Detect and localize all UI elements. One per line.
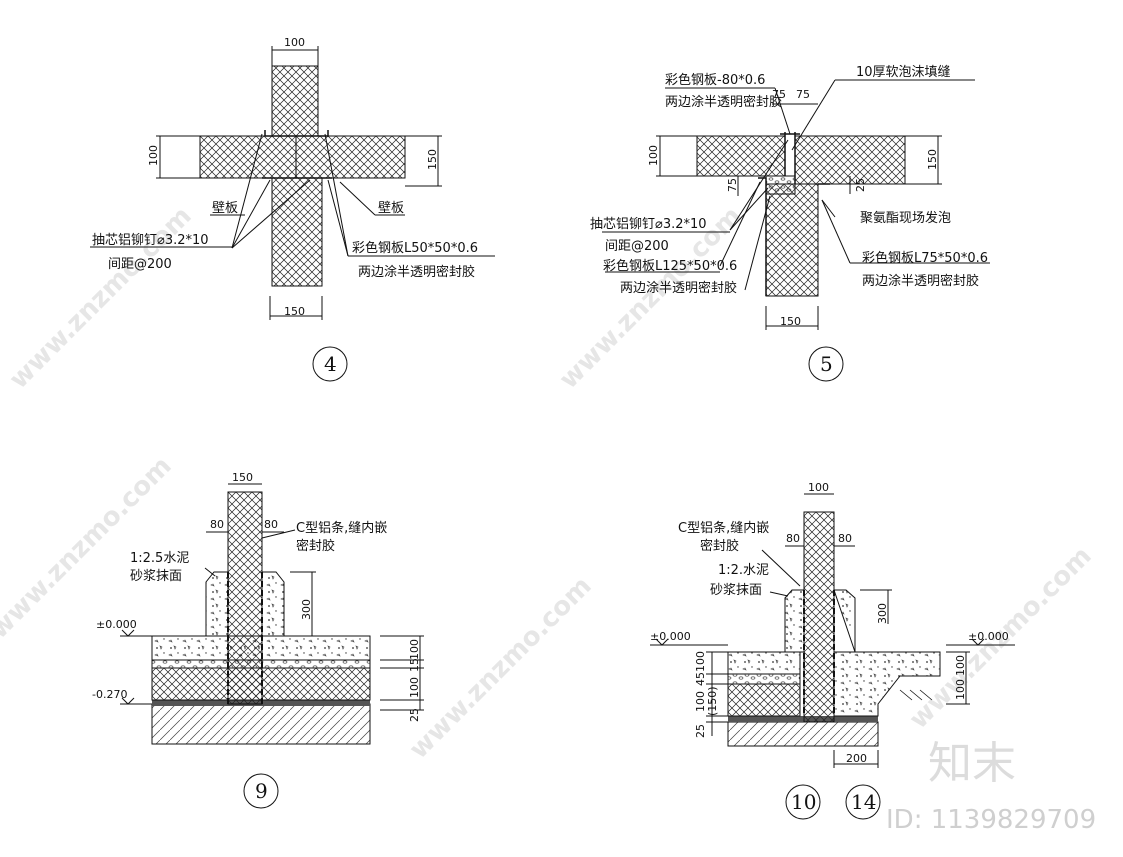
detail-number: 14: [851, 790, 876, 814]
dim-label: 100: [694, 651, 707, 672]
dim-label: 100: [408, 677, 421, 698]
label-steel-l75: 彩色钢板L75*50*0.6: [862, 250, 988, 266]
label-mortar: 1:2.水泥: [718, 563, 769, 578]
floor-slab-right: [833, 651, 941, 717]
level-label: ±0.000: [650, 630, 691, 643]
watermark-text: www.znzmo.com: [0, 451, 178, 645]
dim-label: 75: [796, 88, 810, 101]
dim-label: 150: [284, 305, 305, 318]
level-label: ±0.000: [968, 630, 1009, 643]
level-label: -0.270: [92, 688, 127, 701]
detail-10-text: 100 80 80 300 100 45 (150) 100 25 100 10…: [650, 481, 1009, 814]
label-sealant-l125: 两边涂半透明密封胶: [620, 280, 737, 296]
detail-4-text: 100 100 150 150 壁板 壁板 抽芯铝铆钉⌀3.2*10 间距@20…: [92, 36, 478, 376]
label-spacing: 间距@200: [605, 239, 669, 254]
dim-label: 75: [726, 178, 739, 192]
label-plate: 彩色钢板-80*0.6: [665, 72, 765, 88]
label-foam: 10厚软泡沫填缝: [856, 65, 951, 80]
dim-label: 300: [300, 599, 313, 620]
dim-label: 80: [786, 532, 800, 545]
wall-panel-bottom: [765, 183, 819, 297]
wall-panel-left: [696, 135, 786, 177]
dim-label: (150): [706, 686, 719, 716]
dim-label: 150: [780, 315, 801, 328]
detail-9: [120, 483, 424, 809]
dim-label: 100: [954, 679, 967, 700]
detail-4-marker: [312, 346, 348, 382]
detail-number: 9: [255, 779, 268, 803]
label-rivet: 抽芯铝铆钉⌀3.2*10: [92, 233, 209, 248]
dim-label: 100: [808, 481, 829, 494]
dim-label: 100: [147, 145, 160, 166]
label-mortar: 砂浆抹面: [130, 569, 182, 584]
wall-panel-top: [271, 65, 319, 137]
detail-14-marker: [845, 784, 881, 820]
label-steel: 彩色钢板L50*50*0.6: [352, 240, 478, 256]
dim-label: 45: [694, 672, 707, 686]
dim-label: 15: [408, 658, 421, 672]
dim-label: 80: [264, 518, 278, 531]
detail-9-marker: [243, 773, 279, 809]
dim-label: 100: [284, 36, 305, 49]
dim-label: 25: [408, 708, 421, 722]
label-c-strip: C型铝条,缝内嵌: [296, 520, 387, 536]
label-steel-l125: 彩色钢板L125*50*0.6: [603, 258, 737, 274]
detail-4: [90, 46, 495, 382]
watermark-text: www.znzmo.com: [4, 201, 198, 395]
label-wall-panel: 壁板: [212, 201, 238, 216]
wall-panel-bottom: [271, 177, 323, 287]
base-slab: [727, 721, 879, 747]
label-wall-panel: 壁板: [378, 201, 404, 216]
wall-panel-horizontal: [199, 135, 406, 179]
dim-label: 25: [694, 724, 707, 738]
watermark-logo: 知末: [928, 738, 1016, 789]
dim-label: 200: [846, 752, 867, 765]
label-rivet: 抽芯铝铆钉⌀3.2*10: [590, 217, 707, 232]
label-spacing: 间距@200: [108, 257, 172, 272]
label-c-strip: C型铝条,缝内嵌: [678, 520, 769, 536]
dim-label: 100: [647, 145, 660, 166]
label-sealant: 两边涂半透明密封胶: [358, 264, 475, 280]
base-slab: [151, 703, 371, 745]
label-sealant-l75: 两边涂半透明密封胶: [862, 273, 979, 289]
detail-5-text: 彩色钢板-80*0.6 两边涂半透明密封胶 10厚软泡沫填缝 75 75 75 …: [590, 65, 988, 376]
dim-label: 150: [232, 471, 253, 484]
wall-panel: [227, 491, 263, 705]
detail-number: 4: [324, 352, 337, 376]
dim-label: 100: [694, 691, 707, 712]
dim-label: 80: [838, 532, 852, 545]
dim-label: 80: [210, 518, 224, 531]
dim-label: 75: [772, 88, 786, 101]
detail-number: 10: [791, 790, 816, 814]
detail-10: [650, 493, 1015, 820]
wall-panel: [803, 511, 835, 723]
level-label: ±0.000: [96, 618, 137, 631]
detail-5: [602, 79, 990, 382]
dim-label: 25: [854, 178, 867, 192]
detail-number: 5: [820, 352, 833, 376]
dim-label: 100: [954, 655, 967, 676]
detail-9-text: 150 80 80 300 100 15 100 25 C型铝条,缝内嵌 密封胶…: [92, 471, 421, 803]
label-plate-sealant: 两边涂半透明密封胶: [665, 94, 782, 110]
detail-5-marker: [808, 346, 844, 382]
label-polyurethane: 聚氨酯现场发泡: [860, 210, 951, 226]
dim-label: 300: [876, 603, 889, 624]
label-c-sealant: 密封胶: [296, 538, 335, 554]
watermark-text: www.znzmo.com: [404, 571, 598, 765]
dim-label: 100: [408, 639, 421, 660]
insulation-layer: [727, 683, 801, 717]
floor-slab-left: [727, 651, 801, 675]
dim-label: 150: [926, 149, 939, 170]
dim-label: 150: [426, 149, 439, 170]
label-c-sealant: 密封胶: [700, 538, 739, 554]
detail-10-marker: [785, 784, 821, 820]
foam-fill: [765, 175, 796, 195]
label-mortar: 砂浆抹面: [710, 583, 762, 598]
watermark-id: ID: 1139829709: [886, 805, 1096, 835]
label-mortar: 1:2.5水泥: [130, 551, 189, 566]
